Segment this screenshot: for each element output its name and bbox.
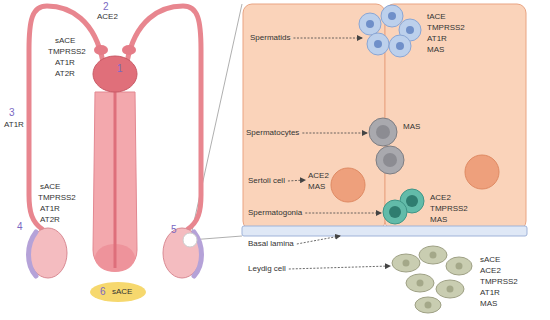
leader-arrow bbox=[288, 180, 305, 181]
receptor-label: sACE bbox=[55, 36, 75, 46]
receptor-label: MAS bbox=[403, 122, 420, 132]
cell-type-label: Spermatogonia bbox=[248, 208, 302, 218]
receptor-label: MAS bbox=[308, 182, 325, 192]
spermatid-cluster bbox=[359, 5, 421, 57]
zoom-circle bbox=[183, 233, 197, 247]
receptor-label: TMPRSS2 bbox=[430, 204, 468, 214]
receptor-label: AT1R bbox=[480, 288, 500, 298]
receptor-label: sACE bbox=[112, 287, 132, 297]
callout-number: 5 bbox=[171, 224, 177, 235]
urethra bbox=[114, 86, 117, 268]
leader-arrow bbox=[289, 266, 390, 269]
receptor-label: ACE2 bbox=[430, 193, 451, 203]
epididymis bbox=[29, 232, 37, 276]
receptor-label: MAS bbox=[427, 45, 444, 55]
sertoli-cell-body bbox=[243, 4, 385, 230]
leader-arrow bbox=[302, 133, 367, 134]
cell-type-label: Leydig cell bbox=[248, 264, 286, 274]
zoom-line bbox=[190, 4, 242, 240]
leader-arrow bbox=[297, 236, 340, 244]
callout-number: 4 bbox=[17, 221, 23, 232]
sertoli-nucleus bbox=[465, 155, 499, 189]
testis bbox=[29, 228, 67, 278]
callout-number: 1 bbox=[117, 63, 123, 74]
cell-type-label: Sertoli cell bbox=[248, 176, 285, 186]
receptor-label: AT1R bbox=[4, 120, 24, 130]
cell-type-label: Spermatids bbox=[250, 33, 290, 43]
leader-arrow bbox=[305, 213, 381, 214]
leader-arrow bbox=[293, 38, 362, 39]
seminal-vesicle bbox=[94, 45, 108, 55]
basal-lamina bbox=[242, 226, 527, 236]
sertoli-cell-body bbox=[385, 4, 526, 230]
vas-deferens bbox=[29, 6, 103, 229]
receptor-label: ACE2 bbox=[97, 12, 118, 22]
receptor-label: TMPRSS2 bbox=[427, 23, 465, 33]
cell-type-label: Basal lamina bbox=[248, 239, 294, 249]
spermatocyte-cells bbox=[369, 118, 404, 174]
receptor-label: AT2R bbox=[40, 215, 60, 225]
gland-shape bbox=[90, 282, 146, 302]
receptor-label: ACE2 bbox=[480, 266, 501, 276]
receptor-label: AT1R bbox=[427, 34, 447, 44]
spermatogonia-cells bbox=[383, 189, 424, 224]
receptor-label: AT1R bbox=[40, 204, 60, 214]
callout-number: 3 bbox=[9, 107, 15, 118]
receptor-label: sACE bbox=[40, 182, 60, 192]
receptor-label: TMPRSS2 bbox=[48, 47, 86, 57]
seminal-vesicle bbox=[122, 45, 136, 55]
leydig-cells bbox=[392, 246, 472, 313]
callout-number: 6 bbox=[100, 286, 106, 297]
testis bbox=[163, 228, 201, 278]
cell-type-label: Spermatocytes bbox=[246, 128, 299, 138]
receptor-label: ACE2 bbox=[308, 171, 329, 181]
sertoli-nucleus bbox=[331, 168, 365, 202]
callout-number: 2 bbox=[103, 1, 109, 12]
bladder-shape bbox=[93, 56, 137, 92]
receptor-label: MAS bbox=[430, 215, 447, 225]
receptor-label: sACE bbox=[480, 255, 500, 265]
receptor-label: AT2R bbox=[55, 69, 75, 79]
vas-deferens bbox=[127, 6, 201, 229]
receptor-label: MAS bbox=[480, 299, 497, 309]
receptor-label: tACE bbox=[427, 12, 446, 22]
receptor-label: TMPRSS2 bbox=[480, 277, 518, 287]
receptor-label: AT1R bbox=[55, 58, 75, 68]
receptor-label: TMPRSS2 bbox=[38, 193, 76, 203]
